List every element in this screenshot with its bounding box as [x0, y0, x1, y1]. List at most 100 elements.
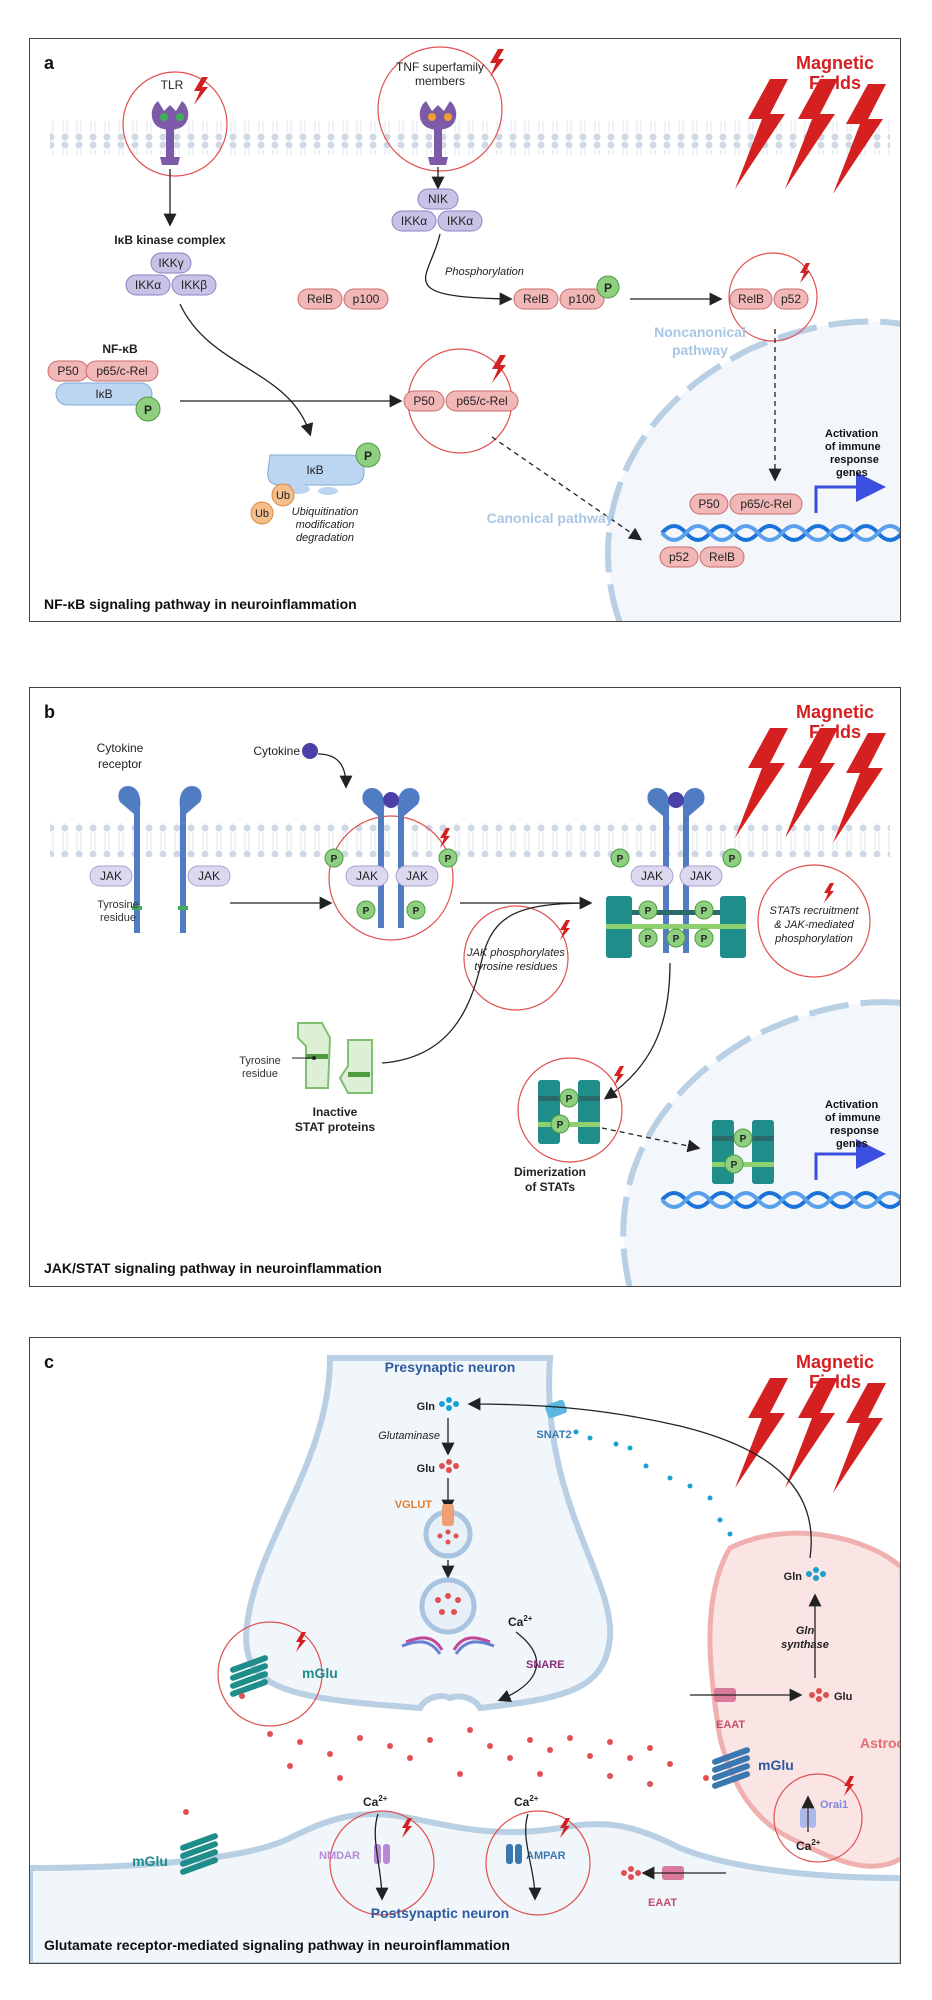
mglu-label: mGlu [758, 1757, 794, 1773]
postsynaptic-label: Postsynaptic neuron [371, 1905, 509, 1921]
ikb-node [55, 382, 153, 406]
p52-node [773, 288, 809, 310]
phosphate-label: P [604, 281, 612, 295]
phosphate-node [438, 848, 458, 868]
jak-label: JAK [356, 869, 378, 883]
p100-node [559, 288, 605, 310]
arrow [317, 753, 353, 789]
p52-label: p52 [669, 550, 689, 564]
dashed-arrow [601, 1127, 701, 1153]
jak-node [345, 865, 389, 887]
stats-recruitment-label-3: phosphorylation [774, 933, 853, 945]
phosphate-label: P [673, 934, 680, 945]
bolt-icon [402, 1818, 412, 1838]
glu-label: Glu [417, 1463, 435, 1475]
phosphate-label: P [566, 1094, 573, 1105]
noncanonical-label-2: pathway [672, 342, 728, 358]
jak-phos-circle [463, 905, 569, 1011]
mglu-label: mGlu [302, 1665, 338, 1681]
p65-node [729, 493, 803, 515]
phosphate-node [550, 1114, 570, 1134]
ikk-beta-label: IKKβ [181, 278, 207, 292]
p50-label: P50 [57, 364, 79, 378]
ikk-alpha-label: IKKα [447, 214, 473, 228]
activation-label-2: of immune [825, 1112, 881, 1124]
gln-diffusing-molecules [573, 1429, 733, 1537]
nmdar-circle [329, 1810, 435, 1916]
cytokine-ligand [302, 743, 318, 759]
p50-node [403, 390, 445, 412]
jak-node [89, 865, 133, 887]
vglut-label: VGLUT [395, 1499, 433, 1511]
glu-molecule [183, 1809, 189, 1815]
dashed-arrow [491, 436, 643, 541]
bolt-icon [440, 828, 450, 848]
phosphate-node [610, 848, 630, 868]
bolt-icon [560, 920, 570, 940]
ampar-channel [506, 1844, 513, 1864]
panel-b-canvas: b Magnetic Fields Cytokine receptor JAK … [44, 702, 900, 1286]
relb-node [297, 288, 343, 310]
phosphate-node [356, 900, 376, 920]
glu-molecule [239, 1693, 245, 1699]
phosphate-label: P [701, 906, 708, 917]
cell-membrane [50, 121, 890, 155]
synaptic-vesicle [419, 1577, 477, 1635]
jak-label: JAK [641, 869, 663, 883]
p65-label: p65/c-Rel [96, 364, 147, 378]
phosphate-node [406, 900, 426, 920]
ikk-gamma-label: IKKγ [158, 256, 183, 270]
activation-label: Activation [825, 428, 878, 440]
eaat-label: EAAT [648, 1897, 677, 1909]
tyrosine-residue [178, 906, 188, 910]
ikk-alpha-node [437, 210, 483, 232]
relb-node [699, 546, 745, 568]
phosphate-label: P [364, 449, 372, 463]
stats-recruitment-label: STATs recruitment [769, 905, 859, 917]
magnetic-fields-label: Magnetic [796, 1352, 874, 1372]
ubiquitination-label-3: degradation [296, 532, 354, 544]
tnf-receptor-icon [419, 101, 457, 165]
jak-label: JAK [406, 869, 428, 883]
arrow [179, 303, 314, 437]
ampar-circle [485, 1810, 591, 1916]
jak-label: JAK [198, 869, 220, 883]
ubiquitination-label-2: modification [296, 519, 355, 531]
activation-label-3: response [830, 454, 879, 466]
ampar-label: AMPAR [526, 1850, 566, 1862]
vglut-transporter [442, 1504, 454, 1526]
ubiquitin-node [250, 501, 274, 525]
panel-letter: a [44, 53, 55, 73]
bolt-icon [490, 49, 504, 77]
phosphate-label: P [740, 1134, 747, 1145]
relb-label: RelB [307, 292, 333, 306]
cell-membrane [50, 823, 890, 857]
orai-circle [773, 1773, 863, 1863]
p50-label: P50 [698, 497, 720, 511]
ikb-label: IκB [95, 387, 112, 401]
phosphate-node [638, 900, 658, 920]
arrow [525, 1813, 542, 1901]
relb-node [729, 288, 773, 310]
inactive-stat-icon [297, 1022, 373, 1094]
jak-label: JAK [100, 869, 122, 883]
gln-synthase-label-2: synthase [781, 1639, 829, 1651]
ca-label: Ca2+ [796, 1838, 821, 1853]
glu-molecule [703, 1775, 709, 1781]
p52-label: p52 [781, 292, 801, 306]
arrow [425, 233, 513, 306]
stats-recruitment-circle [757, 864, 871, 978]
gln-molecules [806, 1567, 826, 1581]
arrow [374, 1813, 389, 1901]
arrow [497, 1631, 538, 1702]
dimerization-circle [517, 1057, 623, 1163]
phosphate-label: P [144, 403, 152, 417]
ubiquitin-node [271, 483, 295, 507]
jak-phos-label: JAK phosphorylates [466, 947, 565, 959]
ikk-complex-title: IκB kinase complex [114, 233, 226, 247]
phosphate-label: P [413, 906, 420, 917]
ikb-label: IκB [306, 463, 323, 477]
gln-label: Gln [784, 1571, 803, 1583]
connector-line [381, 902, 591, 1064]
p50-node [689, 493, 729, 515]
